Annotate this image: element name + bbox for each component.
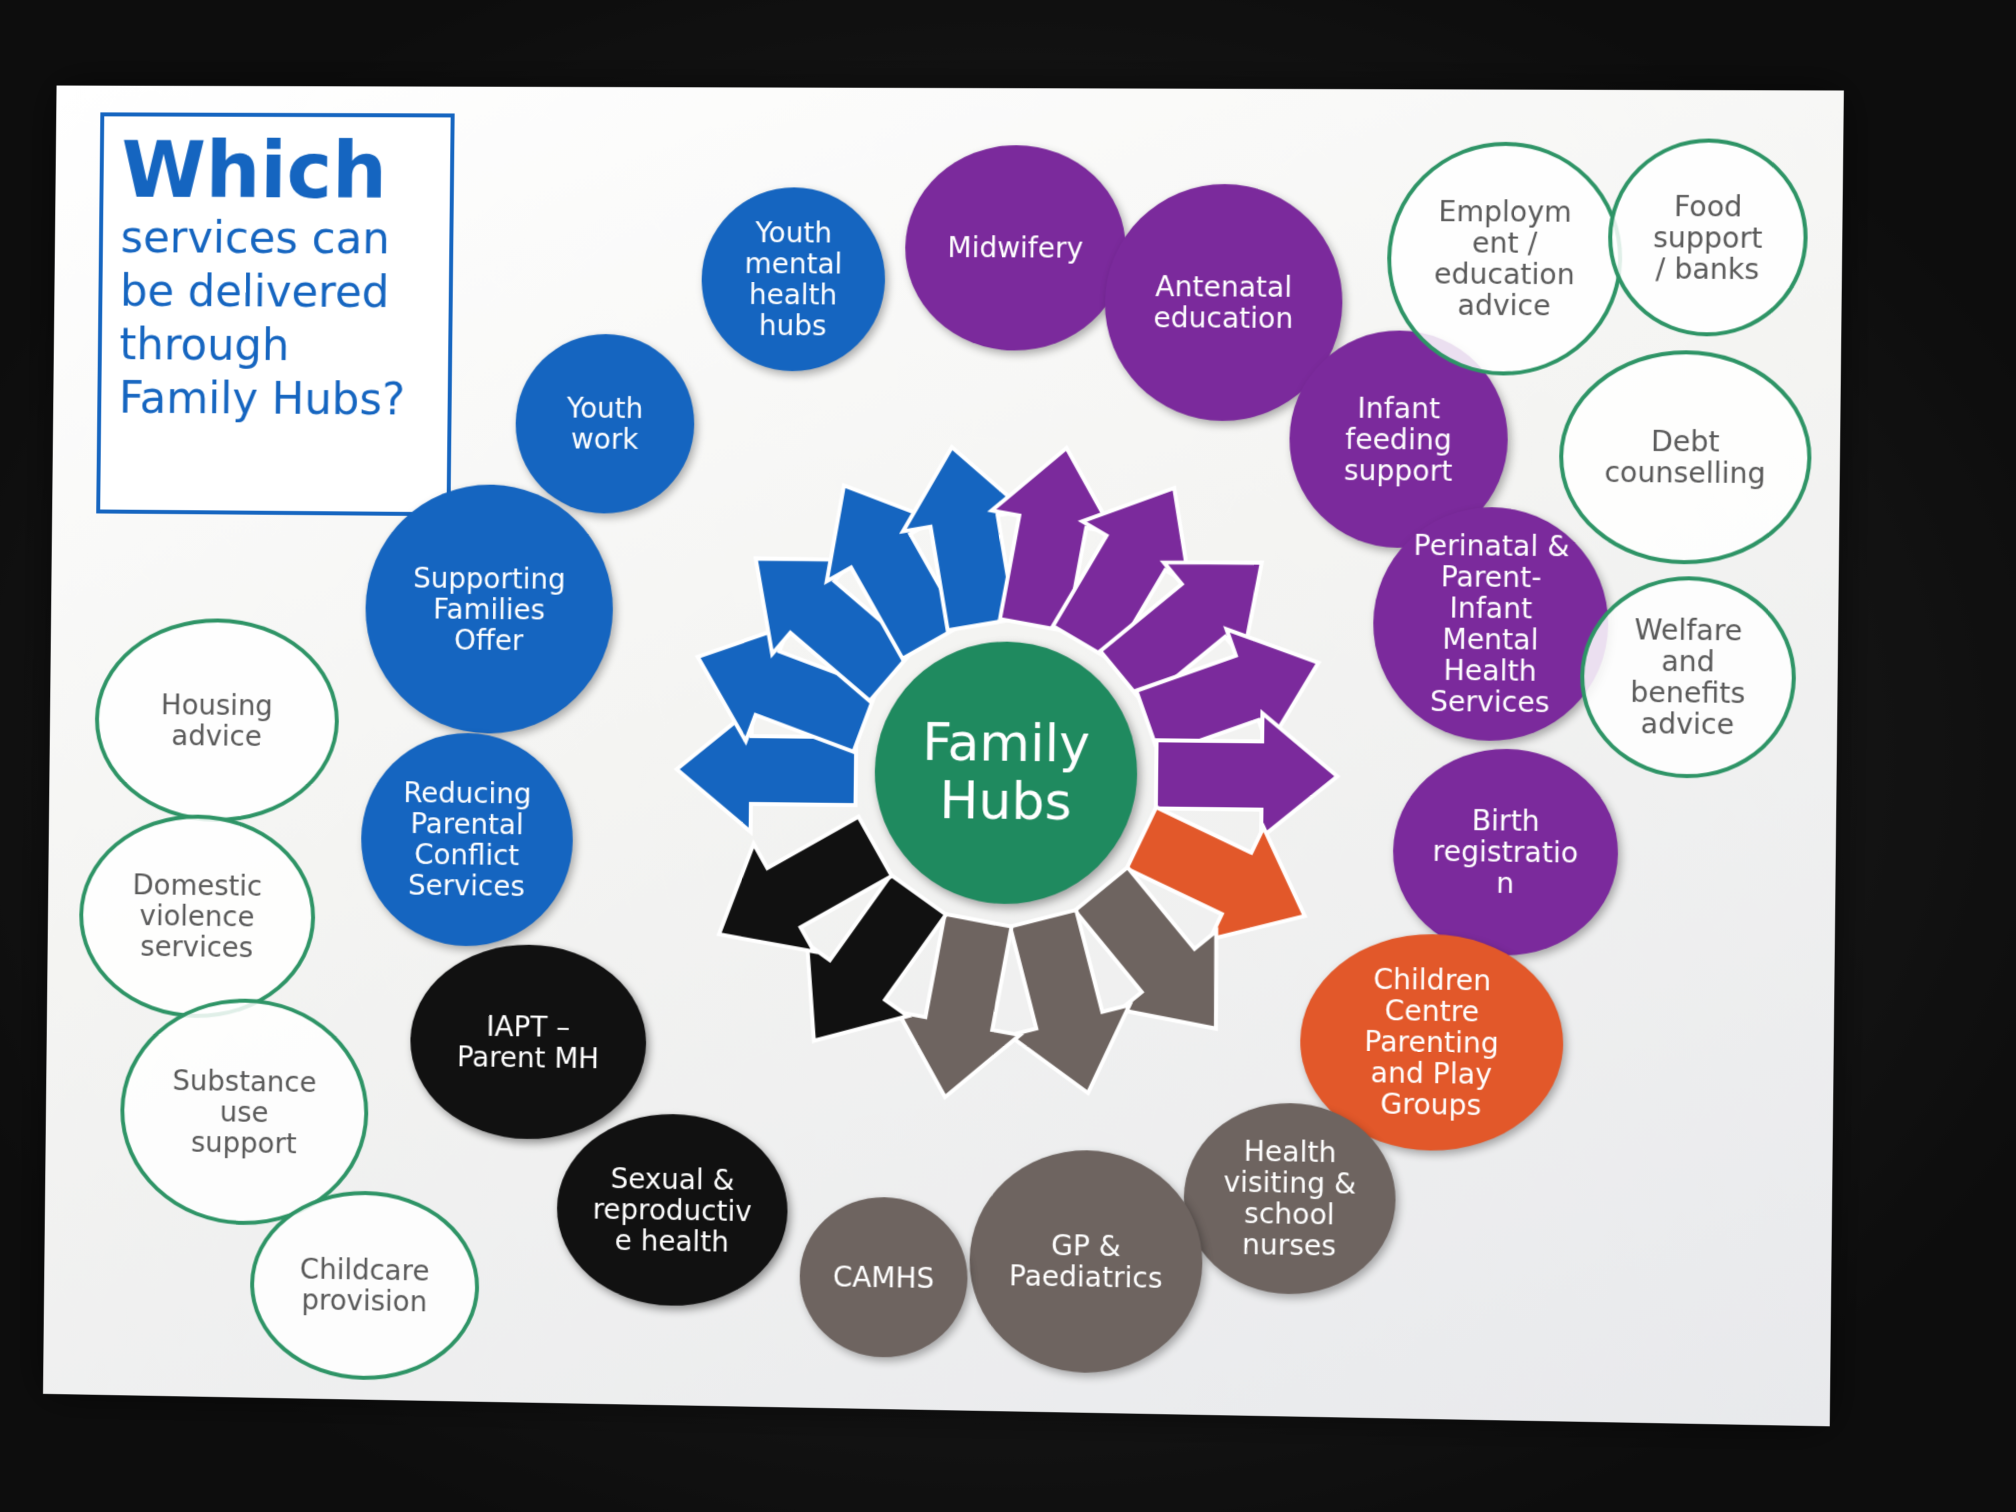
arrow-purple-8	[1127, 604, 1339, 781]
birth-registration-circle: Birth registratio n	[1392, 747, 1620, 957]
presentation-slide: Which services can be delivered through …	[43, 85, 1844, 1427]
domestic-violence-circle: Domestic violence services	[78, 813, 317, 1020]
debt-counselling-circle: Debt counselling	[1558, 349, 1813, 566]
housing-advice-circle: Housing advice	[94, 617, 340, 824]
arrow-blue-3	[790, 455, 986, 673]
arrow-black-14	[764, 859, 969, 1077]
arrow-ring	[43, 86, 1844, 1427]
arrow-orange-10	[1115, 782, 1332, 972]
arrow-blue-0	[676, 707, 856, 833]
arrow-purple-9	[1156, 712, 1338, 838]
arrow-brown-13	[884, 909, 1039, 1109]
arrow-blue-2	[716, 511, 933, 722]
arrow-brown-11	[1053, 850, 1264, 1068]
arrow-brown-12	[983, 903, 1148, 1108]
arrow-black-15	[689, 792, 906, 988]
arrow-blue-1	[676, 599, 887, 778]
arrow-purple-6	[1029, 457, 1228, 676]
arrow-purple-7	[1082, 515, 1301, 726]
arrow-purple-5	[972, 437, 1127, 637]
arrow-blue-4	[891, 437, 1043, 635]
